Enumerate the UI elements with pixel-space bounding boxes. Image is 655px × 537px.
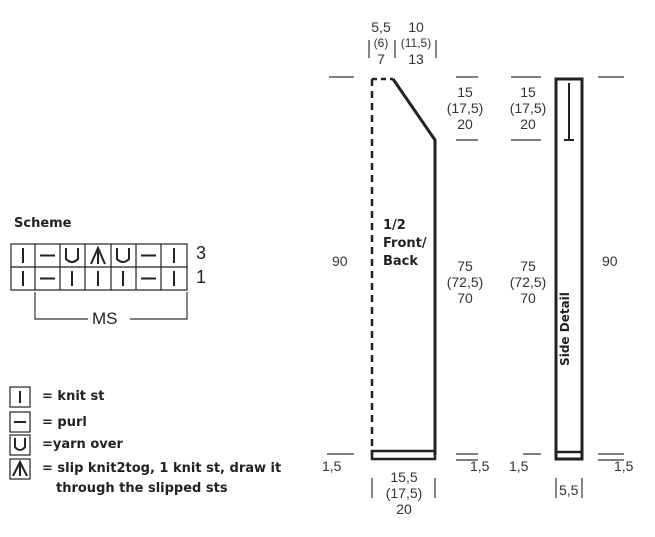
slip-k2tog-psso-symbol (90, 245, 106, 265)
side-detail-edge-right: 1,5 (614, 458, 634, 474)
yarn-over-symbol (65, 248, 79, 263)
legend-slip-box (9, 458, 31, 480)
side-detail-total-height: 90 (602, 253, 618, 269)
side-detail-label: Side Detail (558, 292, 572, 366)
side-detail-top-height: 15 (17,5) 20 (509, 84, 547, 132)
legend-slip-text-cont: through the slipped sts (56, 481, 228, 496)
chart-row-1 (22, 271, 175, 286)
front-back-edge-right: 1,5 (470, 458, 490, 474)
legend-purl-box (9, 411, 31, 433)
legend-yarn-over-text: =yarn over (42, 437, 123, 452)
legend-purl-text: = purl (42, 415, 87, 430)
chart-row-3 (22, 245, 175, 265)
front-back-bottom-width: 15,5 (17,5) 20 (385, 469, 423, 517)
side-detail-edge-left: 1,5 (509, 458, 529, 474)
front-back-body-height: 75 (72,5) 70 (446, 258, 484, 306)
legend-slip-text: = slip knit2tog, 1 knit st, draw it (42, 461, 282, 476)
front-back-dimensions (327, 40, 478, 498)
legend-yarn-over-box (9, 434, 31, 456)
ms-repeat-bracket (34, 292, 188, 320)
scheme-chart-grid (10, 243, 188, 291)
side-detail-body-height: 75 (72,5) 70 (509, 258, 547, 306)
side-detail-dimensions (511, 76, 624, 498)
front-back-label-line2: Front/ (383, 236, 427, 251)
row-number-1: 1 (196, 267, 207, 287)
legend-knit-text: = knit st (42, 389, 105, 404)
front-back-label-line3: Back (383, 254, 419, 269)
top-width-right: 10 (11,5) 13 (400, 19, 432, 67)
front-back-label-line1: 1/2 (383, 218, 406, 233)
top-width-left: 5,5 (6) 7 (371, 19, 391, 67)
front-back-shoulder-height: 15 (17,5) 20 (446, 84, 484, 132)
side-detail-bottom-width: 5,5 (559, 482, 579, 498)
front-back-label: 1/2 Front/ Back (383, 217, 427, 271)
side-edge (391, 78, 437, 455)
side-detail-piece (554, 77, 584, 461)
repeat-label: MS (92, 309, 118, 328)
front-back-edge-left: 1,5 (322, 458, 342, 474)
scheme-title: Scheme (14, 216, 72, 231)
front-back-total-height: 90 (332, 253, 348, 269)
bottom-edging (370, 449, 437, 461)
front-back-piece (370, 77, 437, 461)
legend-knit-box (9, 386, 31, 408)
row-number-3: 3 (196, 243, 207, 263)
yarn-over-symbol (116, 248, 130, 263)
legend-symbols (9, 386, 31, 480)
side-detail-outline (554, 77, 584, 461)
